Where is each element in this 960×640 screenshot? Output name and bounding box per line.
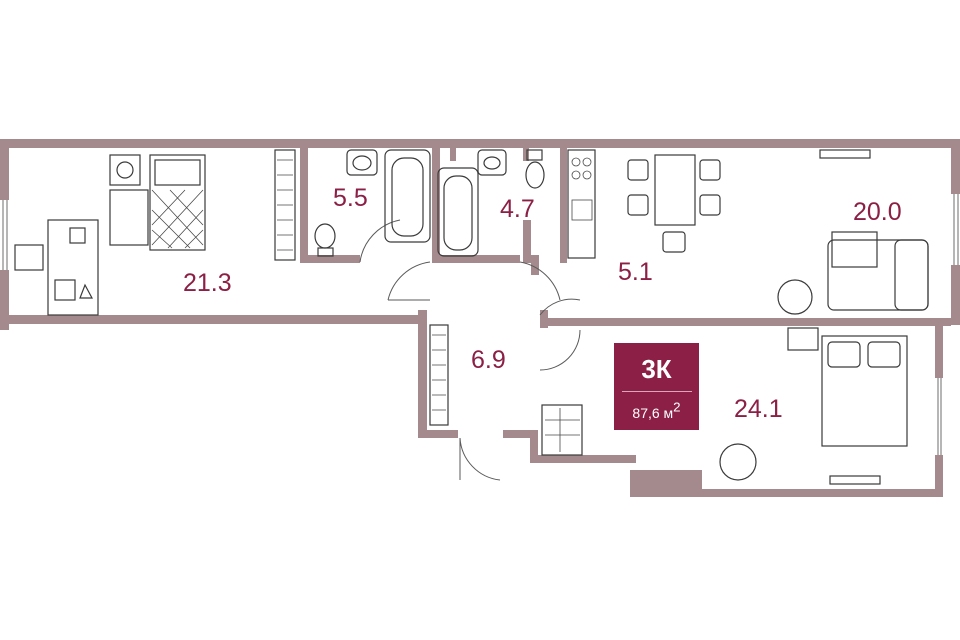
room-area-bathroom: 5.5 [333,184,368,212]
room-area-kitchen: 5.1 [618,258,653,286]
room-area-wc: 4.7 [500,195,535,223]
room-area-bedroom-left: 21.3 [183,269,232,297]
windows [0,194,960,455]
bedroom-left-furniture [14,149,296,316]
total-area: 87,6 м2 [632,400,681,422]
hall-furniture [429,324,583,456]
walls [0,139,960,497]
badge-divider [621,391,692,392]
apartment-badge: 3К 87,6 м2 [614,343,699,430]
bedroom-right-furniture [719,327,908,485]
kitchen-living-furniture [567,149,929,315]
apartment-type: 3К [641,354,672,384]
room-area-hall: 6.9 [471,346,506,374]
room-area-living-room: 20.0 [853,198,902,226]
wc-fixtures [437,149,545,257]
doors [359,219,581,481]
bathroom-fixtures [314,149,431,257]
room-area-bedroom-right: 24.1 [734,395,783,423]
